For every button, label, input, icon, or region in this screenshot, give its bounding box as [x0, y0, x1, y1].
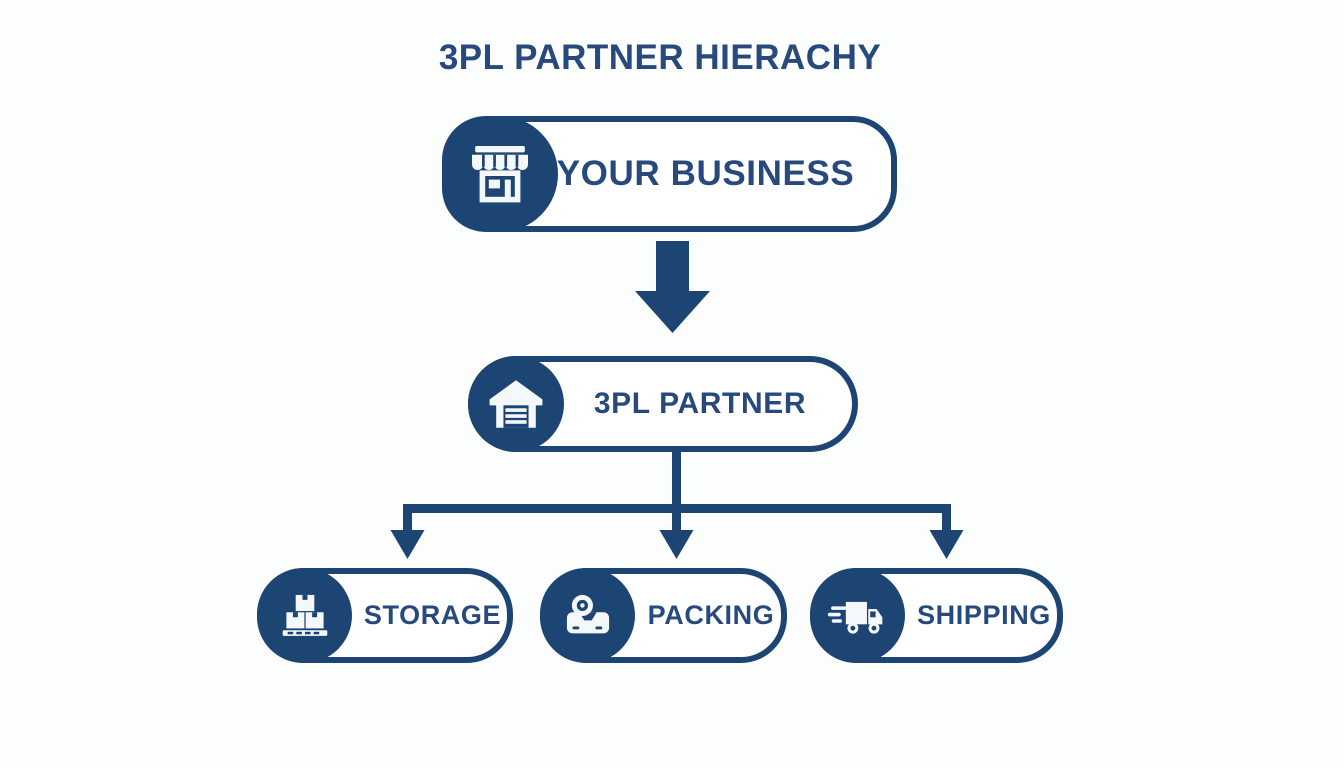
node-icon-badge: [257, 568, 352, 663]
arrowhead-left: [390, 530, 425, 559]
node-label: PACKING: [647, 600, 775, 630]
node-storage: STORAGE: [257, 568, 513, 663]
connector-lines: [403, 452, 951, 531]
node-3pl-partner: 3PL PARTNER: [468, 356, 858, 452]
node-label: YOUR BUSINESS: [556, 154, 855, 193]
arrowhead-right: [929, 530, 964, 559]
node-icon-badge: [468, 356, 564, 452]
down-arrow-icon: [635, 241, 710, 333]
node-label: STORAGE: [363, 600, 502, 630]
node-shipping: SHIPPING: [810, 568, 1063, 663]
warehouse-icon: [489, 380, 543, 428]
page-title: 3PL PARTNER HIERACHY: [438, 38, 882, 77]
node-icon-badge: [442, 116, 558, 232]
pallet-boxes-icon: [282, 594, 327, 636]
node-icon-badge: [540, 568, 635, 663]
node-packing: PACKING: [540, 568, 787, 663]
node-your-business: YOUR BUSINESS: [442, 116, 897, 232]
delivery-truck-icon: [827, 601, 882, 634]
node-label: SHIPPING: [917, 600, 1051, 630]
packing-tape-icon: [566, 594, 609, 633]
node-icon-badge: [810, 568, 905, 663]
storefront-icon: [472, 146, 528, 203]
node-label: 3PL PARTNER: [593, 387, 807, 420]
arrowhead-center: [659, 530, 694, 559]
